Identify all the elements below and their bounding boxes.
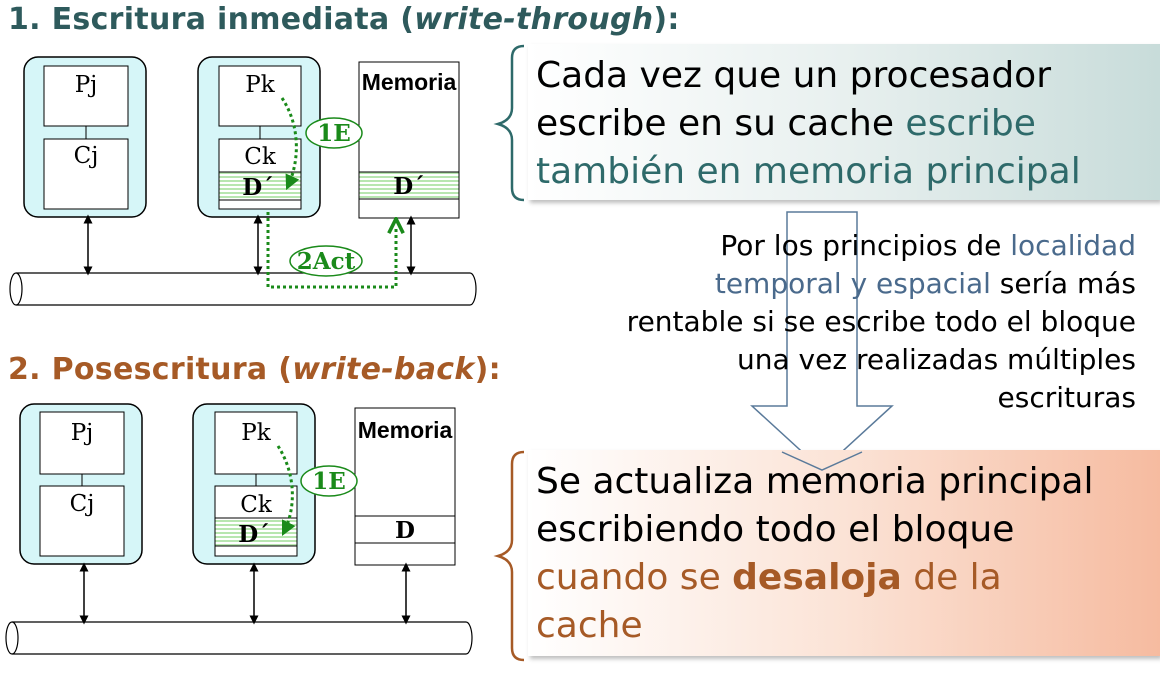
step-1e-label: 1E: [312, 468, 346, 495]
node-j-1: Pj Cj: [23, 56, 147, 218]
cache-j-label: Cj: [74, 143, 99, 169]
update-arrow-2: [266, 212, 396, 289]
step-2act-bubble: [289, 245, 363, 277]
middle-line5: escrituras: [997, 381, 1136, 414]
node-j-2: Pj Cj: [19, 403, 143, 565]
node-k-2: Pk Ck D´: [192, 403, 316, 565]
memory-2: Memoria D: [354, 407, 456, 566]
middle-line3: rentable si se escribe todo el bloque: [626, 305, 1136, 338]
step-2act-label: 2Act: [297, 248, 356, 275]
memory-line-label: D: [395, 517, 415, 544]
box2-line3-accent: cuando se: [536, 557, 733, 598]
processor-j-label: Pj: [75, 72, 98, 98]
memory-1: Memoria D´: [358, 61, 460, 219]
middle-line1: Por los principios de localidad: [627, 227, 1136, 265]
box2-line2: escribiendo todo el bloque: [536, 509, 1015, 550]
step-1e-label: 1E: [317, 120, 351, 147]
cache-k-label: Ck: [244, 144, 277, 170]
middle-line2-plain: sería más: [990, 267, 1136, 300]
section2-title-term: write-back: [292, 352, 475, 387]
brace-2: [493, 450, 525, 662]
cache-line-label: D´: [238, 521, 269, 548]
middle-line2-accent: temporal y espacial: [714, 267, 991, 300]
step-1e-bubble: [300, 465, 358, 497]
box2-line3: cuando se desaloja de la: [536, 554, 1094, 602]
box1-line2-plain: escribe en su cache: [536, 103, 906, 144]
bus-1: [9, 272, 477, 306]
write-back-explanation: Se actualiza memoria principal escribien…: [528, 450, 1160, 656]
processor-k-label: Pk: [241, 420, 271, 446]
box2-line4: cache: [536, 605, 643, 646]
box1-line1: Cada vez que un procesador: [536, 55, 1052, 96]
section1-diagram: Pj Cj Pk Ck D´ Memoria D´ 1E: [9, 56, 477, 306]
box2-line1: Se actualiza memoria principal: [536, 461, 1094, 502]
box1-line2-accent: escribe: [905, 103, 1036, 144]
middle-line4: una vez realizadas múltiples: [737, 343, 1136, 376]
node-k-1: Pk Ck D´: [197, 56, 321, 218]
processor-k-label: Pk: [245, 72, 275, 98]
section1-title-prefix: 1. Escritura inmediata (: [8, 2, 415, 37]
bus-2: [5, 621, 473, 655]
section2-title-suffix: ):: [474, 352, 501, 387]
section2-diagram: Pj Cj Pk Ck D´ Memoria D 1E: [5, 403, 473, 655]
memory-line-label: D´: [393, 173, 424, 200]
locality-explanation: Por los principios de localidad temporal…: [627, 227, 1136, 417]
box2-line3-accent2: de la: [901, 557, 1002, 598]
memory-label: Memoria: [358, 417, 453, 443]
step-1e-bubble: [305, 117, 363, 149]
processor-j-label: Pj: [71, 420, 94, 446]
box1-line3: también en memoria principal: [536, 151, 1081, 192]
section2-title: 2. Posescritura (write-back):: [8, 352, 501, 387]
write-through-explanation: Cada vez que un procesador escribe en su…: [528, 44, 1160, 200]
brace-1: [493, 44, 525, 202]
middle-line1-plain: Por los principios de: [720, 229, 1011, 262]
middle-line1-accent: localidad: [1010, 229, 1136, 262]
section1-title-term: write-through: [414, 2, 654, 37]
memory-label: Memoria: [362, 69, 457, 95]
box2-line3-bold: desaloja: [732, 557, 902, 598]
cache-j-label: Cj: [70, 491, 95, 517]
box1-line2: escribe en su cache escribe: [536, 100, 1081, 148]
cache-line-label: D´: [242, 174, 273, 201]
section1-title: 1. Escritura inmediata (write-through):: [8, 2, 680, 37]
section1-title-suffix: ):: [653, 2, 680, 37]
section2-title-prefix: 2. Posescritura (: [8, 352, 293, 387]
cache-k-label: Ck: [240, 492, 273, 518]
middle-line2: temporal y espacial sería más: [627, 265, 1136, 303]
